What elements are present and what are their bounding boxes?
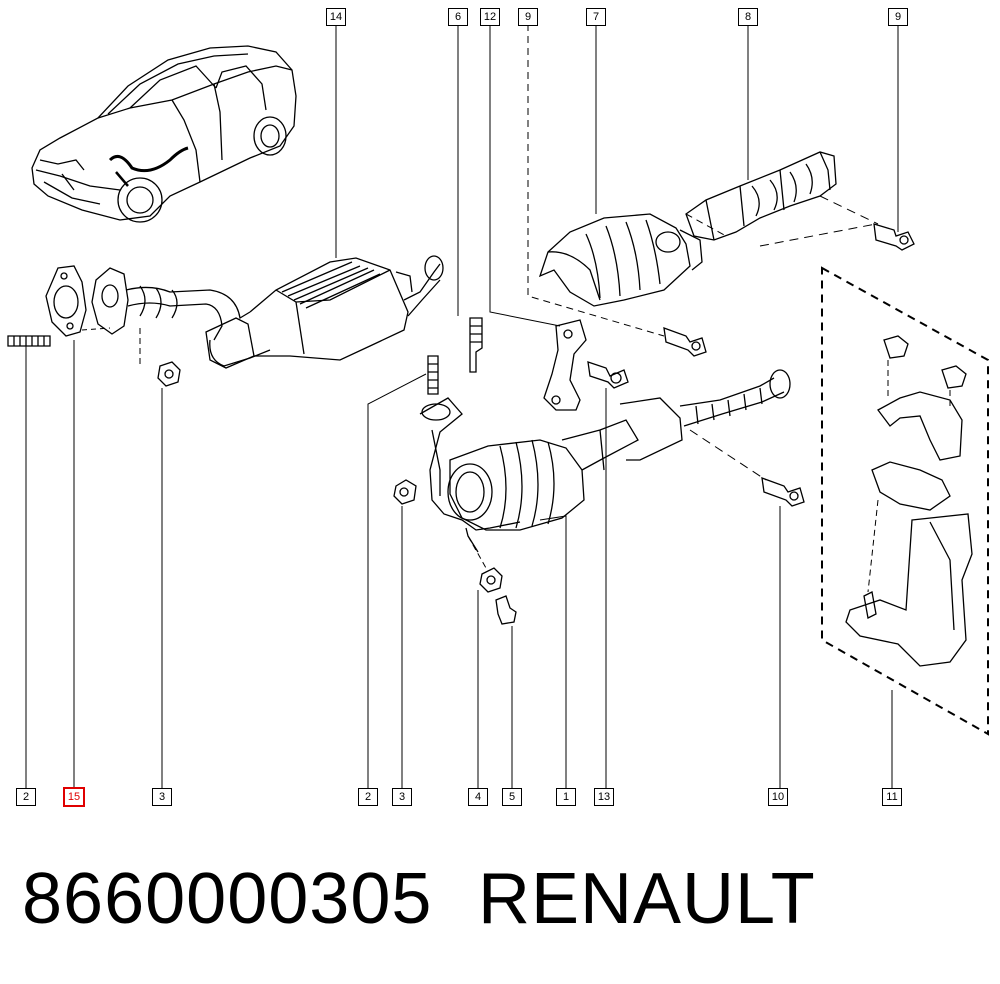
catalytic-converter-14 — [91, 255, 444, 369]
explode-box-11 — [821, 266, 989, 736]
callout-3-middle[interactable]: 3 — [392, 788, 412, 806]
exhaust-parts-diagram — [7, 24, 989, 788]
heat-shield-part-8 — [685, 151, 837, 241]
callout-10[interactable]: 10 — [768, 788, 788, 806]
callout-1[interactable]: 1 — [556, 788, 576, 806]
brand-name: RENAULT — [478, 859, 816, 939]
part-number: 8660000305 — [22, 859, 433, 939]
callout-5[interactable]: 5 — [502, 788, 522, 806]
bracket-part-12 — [543, 319, 587, 411]
bolt-part-10 — [761, 477, 805, 507]
callout-7[interactable]: 7 — [586, 8, 606, 26]
bolt-part-13 — [587, 361, 629, 389]
callout-2-middle[interactable]: 2 — [358, 788, 378, 806]
callout-2-left[interactable]: 2 — [16, 788, 36, 806]
callout-8[interactable]: 8 — [738, 8, 758, 26]
callout-11[interactable]: 11 — [882, 788, 902, 806]
heat-shield-part-7 — [538, 213, 703, 307]
callout-6[interactable]: 6 — [448, 8, 468, 26]
callout-9-upper[interactable]: 9 — [518, 8, 538, 26]
stud-nut-middle — [393, 355, 439, 505]
callout-3-left[interactable]: 3 — [152, 788, 172, 806]
callout-4[interactable]: 4 — [468, 788, 488, 806]
callout-12[interactable]: 12 — [480, 8, 500, 26]
callout-14[interactable]: 14 — [326, 8, 346, 26]
callout-9-right[interactable]: 9 — [888, 8, 908, 26]
gasket-part — [45, 265, 87, 337]
leader-lines — [25, 24, 951, 788]
nut-part — [157, 361, 181, 387]
nut-bolt-4-5 — [479, 567, 517, 625]
mounting-assembly-11 — [845, 335, 973, 667]
stud-part-6 — [469, 317, 483, 373]
stud-part — [7, 335, 51, 347]
catalytic-converter-1 — [419, 369, 791, 553]
car-illustration — [31, 45, 297, 223]
callout-15[interactable]: 15 — [63, 787, 85, 807]
callout-13[interactable]: 13 — [594, 788, 614, 806]
bolt-part-9 — [663, 223, 915, 357]
